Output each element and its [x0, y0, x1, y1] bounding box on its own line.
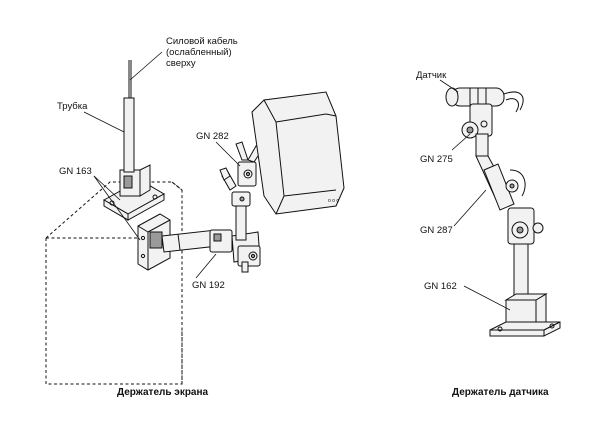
gn163-label: GN 163: [59, 166, 92, 177]
right-leader-lines: [439, 79, 511, 311]
screen-holder-caption: Держатель экрана: [117, 387, 209, 398]
left-leader-lines: [83, 51, 241, 279]
gn162-label: GN 162: [424, 281, 457, 292]
sensor-holder-caption: Держатель датчика: [452, 387, 549, 398]
cable-label-line-1: Силовой кабель: [166, 36, 238, 47]
gn275-clamp: [461, 103, 493, 157]
mounting-block: [45, 181, 183, 385]
gn163-side-clamp: [137, 213, 171, 271]
gn275-label: GN 275: [420, 154, 453, 165]
gn192-connector: [209, 229, 261, 273]
sensor: [445, 87, 524, 113]
screen-panel: o o o: [251, 91, 345, 215]
gn282-swivel: [219, 141, 263, 191]
vertical-post: [231, 191, 251, 241]
gn163-top-clamp: [102, 164, 166, 221]
gn282-label: GN 282: [196, 131, 229, 142]
gn287-link: [475, 155, 526, 211]
cable-label-line-3: сверху: [166, 58, 196, 69]
gn162-base: [489, 243, 561, 337]
gn287-label: GN 287: [420, 225, 453, 236]
horizontal-arm: [161, 229, 219, 253]
tube: [123, 60, 135, 173]
svg-text:o o o: o o o: [328, 198, 339, 204]
cable-label: Силовой кабель (ослабленный) сверху: [166, 36, 238, 69]
gn192-label: GN 192: [192, 280, 225, 291]
cable-label-line-2: (ослабленный): [166, 47, 232, 58]
gn287-joint: [507, 207, 544, 245]
sensor-label: Датчик: [416, 70, 447, 81]
tube-label: Трубка: [57, 101, 88, 112]
